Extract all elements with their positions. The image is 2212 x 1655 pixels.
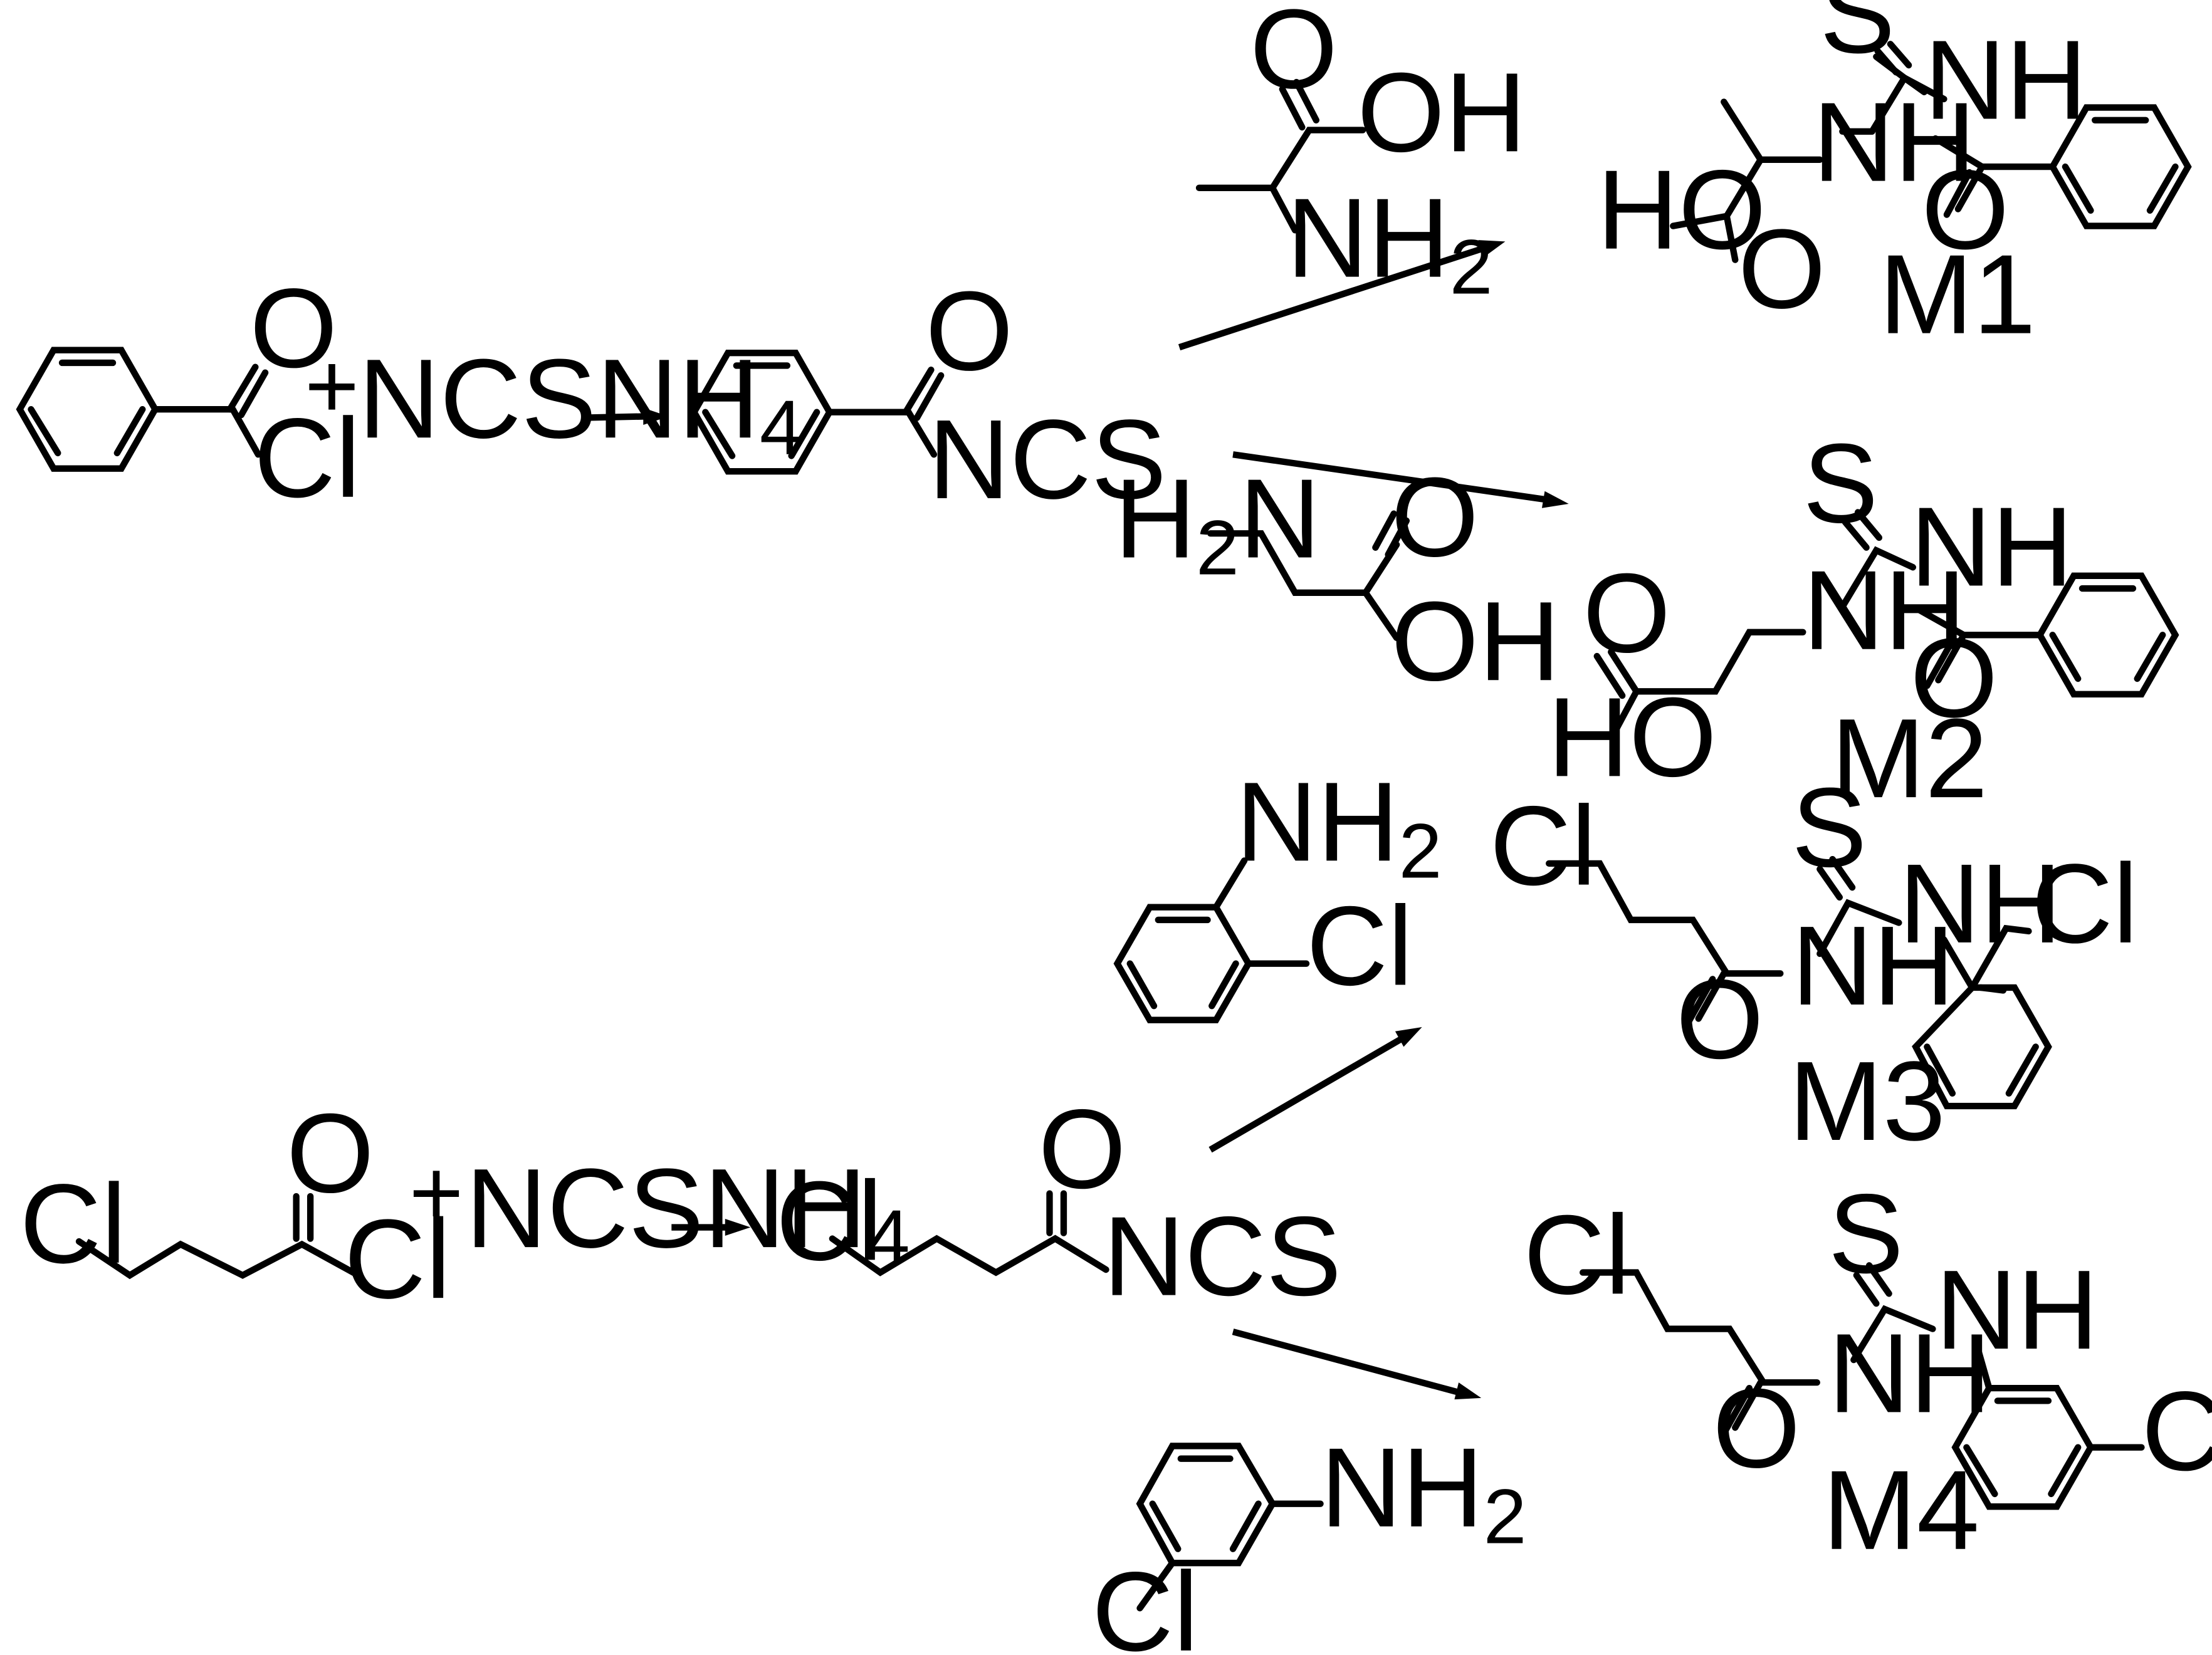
hydroxyl-label: OH <box>1357 50 1526 175</box>
compound-label-M1: M1 <box>1879 232 2036 358</box>
chlorobutanoyl-isothiocyanate: Cl O NCS <box>776 1087 1341 1320</box>
arrow-to-M4 <box>1232 1329 1482 1400</box>
acyl-chlorine-label: Cl <box>344 1196 451 1322</box>
aryl-nh-label: NH <box>1899 841 2062 967</box>
beta-alanine: H2N O OH <box>1114 454 1560 704</box>
amine-label: NH2 <box>1287 175 1493 311</box>
hydroxyl-label: OH <box>1391 578 1560 704</box>
ammonium-thiocyanate-label: NCSNH4 <box>359 336 803 471</box>
chlorine-label: Cl <box>776 1158 883 1284</box>
amine-label: NH2 <box>1321 1425 1527 1560</box>
carbonyl-oxygen-label: O <box>1910 615 1998 741</box>
compound-label-M3: M3 <box>1789 1038 1946 1164</box>
thione-sulfur-label: S <box>1803 420 1878 546</box>
product-M1: S NH NH HO O O M1 <box>1597 0 2192 358</box>
hydroxyl-label: HO <box>1548 674 1717 800</box>
chlorine-label: Cl <box>254 395 360 521</box>
product-M4: Cl S NH NH O Cl M4 <box>1524 1171 2212 1574</box>
thione-sulfur-label: S <box>1820 0 1895 77</box>
carbonyl-oxygen-label: O <box>1712 1365 1800 1491</box>
imide-nh-label: NH <box>1791 903 1954 1029</box>
carbonyl-oxygen-label: O <box>1676 956 1764 1082</box>
arrow-to-M3 <box>1208 1026 1422 1153</box>
thione-sulfur-label: S <box>1791 765 1867 890</box>
carbonyl-oxygen-label: O <box>286 1090 374 1216</box>
aryl-chlorine-label: Cl <box>2031 841 2138 967</box>
benzoyl-isothiocyanate: O NCS <box>690 268 1166 523</box>
compound-label-M2: M2 <box>1831 696 1988 822</box>
amine-label: H2N <box>1114 456 1321 592</box>
arrow-to-M2 <box>1232 451 1569 508</box>
aryl-chlorine-label: Cl <box>2141 1369 2212 1495</box>
alanine: O OH NH2 <box>1195 0 1526 311</box>
2-chloroaniline: NH2 Cl <box>1113 759 1442 1023</box>
arrow-to-M1 <box>1178 240 1506 351</box>
chlorine-label: Cl <box>1490 783 1596 909</box>
isothiocyanate-label: NCS <box>928 397 1166 523</box>
carbonyl-oxygen-label: O <box>1738 206 1826 332</box>
isothiocyanate-label: NCS <box>1103 1194 1341 1320</box>
reaction-arrow <box>671 1219 751 1236</box>
plus-sign: + <box>305 335 359 438</box>
chlorine-label: Cl <box>1306 883 1413 1009</box>
carbonyl-oxygen-label: O <box>1583 550 1670 676</box>
carbonyl-oxygen-label: O <box>1038 1087 1126 1213</box>
chlorine-label: Cl <box>1092 1549 1198 1655</box>
compound-label-M4: M4 <box>1823 1448 1979 1574</box>
hydroxyl-label: HO <box>1597 147 1766 273</box>
plus-sign: + <box>409 1141 464 1245</box>
thiourea-nh-label: NH <box>1813 80 1976 206</box>
chlorine-label: Cl <box>20 1161 127 1287</box>
carbonyl-oxygen-label: O <box>249 266 337 392</box>
carbonyl-oxygen-label: O <box>1921 147 2009 273</box>
reaction-arrow <box>581 407 669 425</box>
benzoyl-chloride: O Cl <box>16 266 360 521</box>
thione-sulfur-label: S <box>1828 1171 1904 1297</box>
carbonyl-oxygen-label: O <box>1250 0 1338 112</box>
imide-nh-label: NH <box>1924 18 2087 144</box>
chlorine-label: Cl <box>1524 1192 1630 1318</box>
amine-label: NH2 <box>1236 759 1442 894</box>
product-M2: S NH NH O HO O M2 <box>1548 420 2179 822</box>
carbonyl-oxygen-label: O <box>925 268 1013 394</box>
imide-nh-label: NH <box>1828 1310 1991 1436</box>
carbonyl-oxygen-label: O <box>1391 454 1479 580</box>
3-chloroaniline: NH2 Cl <box>1092 1425 1527 1655</box>
product-M3: Cl S NH NH O Cl M3 <box>1490 765 2138 1164</box>
aryl-nh-label: NH <box>1936 1247 2099 1373</box>
chlorobutanoyl-chloride: Cl O Cl <box>20 1090 451 1322</box>
thiourea-nh-label: NH <box>1803 548 1966 674</box>
imide-nh-label: NH <box>1910 484 2073 610</box>
